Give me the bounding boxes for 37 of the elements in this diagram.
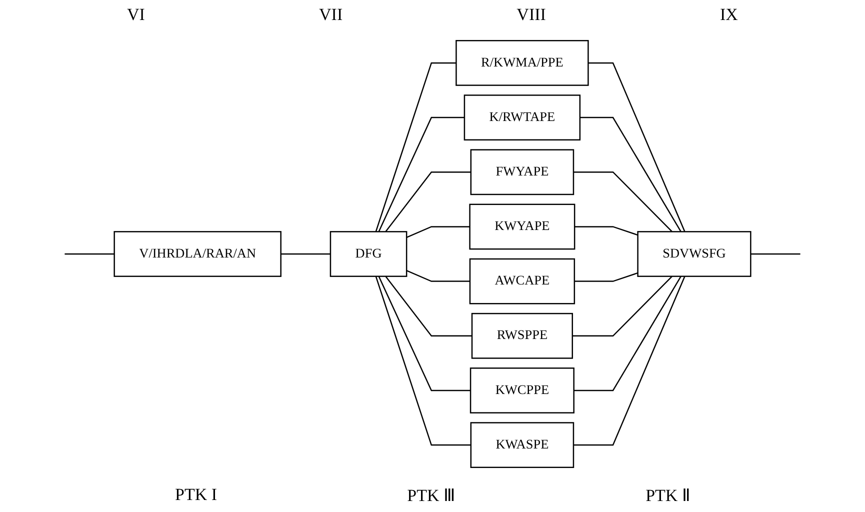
connector xyxy=(573,276,686,446)
node-box: K/RWTAPE xyxy=(464,94,581,140)
connector xyxy=(574,226,638,236)
family-label: PTK Ⅱ xyxy=(646,484,690,506)
node-box: KWCPPE xyxy=(470,368,574,414)
connector xyxy=(280,253,330,255)
motif-label: VII xyxy=(319,5,343,25)
connector xyxy=(750,253,800,255)
node-box: RWSPPE xyxy=(471,312,573,359)
connector xyxy=(375,276,471,446)
connector xyxy=(572,276,673,336)
node-box: AWCAPE xyxy=(469,258,576,304)
node-box: SDVWSFG xyxy=(637,231,752,277)
connector xyxy=(64,253,114,255)
connector xyxy=(574,272,638,282)
connector xyxy=(385,276,472,336)
connector xyxy=(378,276,471,392)
motif-label: VI xyxy=(127,5,145,25)
connector xyxy=(574,276,682,392)
connector xyxy=(580,116,682,232)
connector xyxy=(385,172,471,232)
node-box: DFG xyxy=(330,231,408,277)
family-label: PTK Ⅲ xyxy=(407,484,456,506)
connector xyxy=(588,62,686,232)
connector xyxy=(573,172,673,232)
node-box: FWYAPE xyxy=(470,149,574,196)
connector xyxy=(406,226,470,238)
connector xyxy=(375,62,456,232)
connector xyxy=(378,116,464,232)
motif-label: IX xyxy=(720,5,738,25)
node-box: R/KWMA/PPE xyxy=(456,40,589,86)
motif-label: VIII xyxy=(516,5,546,25)
node-box: KWASPE xyxy=(470,422,574,468)
node-box: V/IHRDLA/RAR/AN xyxy=(114,231,282,277)
family-label: PTK I xyxy=(175,485,218,505)
connector xyxy=(406,270,470,282)
node-box: KWYAPE xyxy=(469,204,576,250)
